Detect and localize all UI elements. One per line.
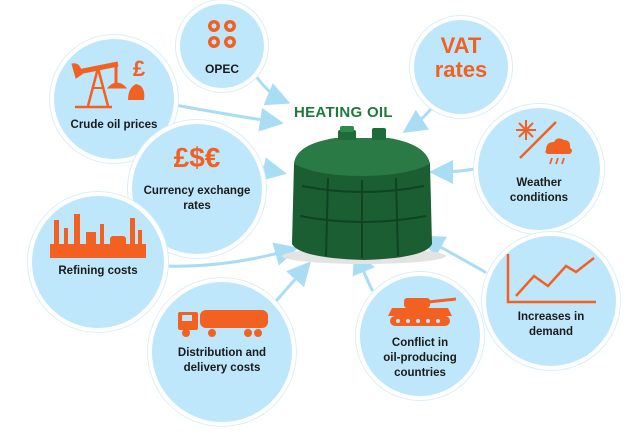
- pound-symbol: £: [132, 56, 146, 81]
- opec-circle: [176, 0, 268, 92]
- refining-circle: [28, 192, 168, 332]
- refining-label: Refining costs: [58, 265, 138, 277]
- refinery-icon: [50, 214, 146, 258]
- conflict-circle: [356, 272, 484, 400]
- opec-logo-icon: [208, 20, 236, 48]
- crude-oil-label: Crude oil prices: [70, 119, 158, 131]
- vat-label: VAT rates: [434, 33, 488, 82]
- vat-circle: [410, 16, 512, 118]
- conflict-label: Conflict in oil-producing countries: [383, 337, 457, 379]
- heating-oil-tank-icon: [282, 126, 446, 264]
- opec-label: OPEC: [204, 62, 239, 76]
- line-chart-icon: [506, 254, 596, 304]
- currency-label: Currency exchange rates: [143, 185, 251, 212]
- arrow-demand: [420, 235, 487, 274]
- arrow-opec: [253, 73, 291, 106]
- diagram-title: HEATING OIL: [294, 104, 393, 121]
- demand-label: Increases in demand: [517, 311, 585, 338]
- tanker-truck-icon: [178, 310, 268, 337]
- oil-pump-icon: [71, 61, 145, 109]
- distribution-circle: [148, 278, 296, 426]
- tank-icon: [388, 297, 457, 326]
- arrow-refining: [163, 242, 299, 268]
- arrow-crude: [173, 103, 284, 132]
- snow-rain-icon: [516, 120, 572, 165]
- distribution-label: Distribution and delivery costs: [177, 347, 267, 374]
- weather-label: Weather conditions: [509, 177, 569, 204]
- currency-symbols: £$€: [173, 142, 221, 173]
